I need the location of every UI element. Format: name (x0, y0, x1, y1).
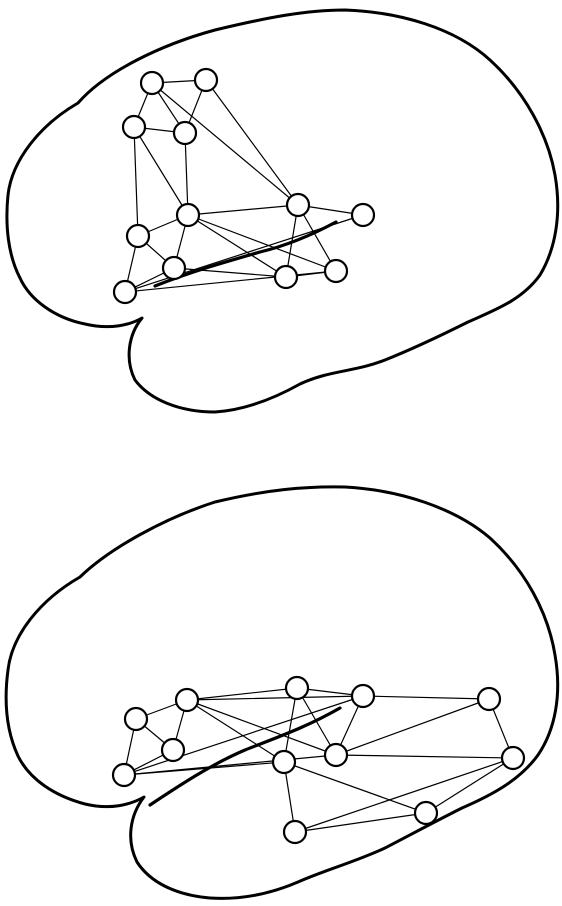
edge-top-c-e (133, 126, 189, 216)
edge-bottom-f-i (362, 695, 490, 700)
node-top-b (193, 67, 219, 93)
edge-bottom-e-h (283, 687, 298, 763)
edge-bottom-b-f (186, 695, 364, 701)
node-bottom-d (111, 762, 137, 788)
edge-bottom-b-g (186, 699, 337, 756)
nodes-bottom (111, 675, 526, 845)
node-top-h (112, 279, 138, 305)
node-top-g (161, 255, 187, 281)
edge-top-b-j (205, 79, 299, 206)
edge-bottom-j-l (294, 757, 514, 833)
edge-bottom-b-e (186, 687, 298, 701)
sylvian-fissure-top (153, 220, 338, 288)
node-bottom-f (350, 683, 376, 709)
node-top-e (175, 202, 201, 228)
node-bottom-l (500, 745, 526, 771)
node-bottom-c (160, 737, 186, 763)
node-bottom-h (271, 749, 297, 775)
edge-top-e-j (187, 204, 299, 216)
node-top-d (172, 120, 198, 146)
node-top-k (323, 258, 349, 284)
edge-bottom-d-f (123, 695, 364, 776)
node-top-c (121, 114, 147, 140)
edge-top-h-l (124, 214, 364, 293)
node-bottom-g (323, 742, 349, 768)
edge-bottom-l-g (335, 754, 514, 759)
node-top-f (125, 223, 151, 249)
node-bottom-e (284, 675, 310, 701)
nodes-top (112, 67, 376, 305)
edge-top-a-j (151, 82, 299, 206)
edge-top-e-i (187, 214, 287, 278)
edge-top-d-e (184, 132, 189, 216)
node-top-l (350, 202, 376, 228)
node-top-j (285, 192, 311, 218)
node-bottom-j (282, 819, 308, 845)
node-bottom-b (174, 687, 200, 713)
panel-bottom (4, 485, 560, 900)
edge-bottom-j-k (294, 812, 427, 833)
brain-outline-top (5, 8, 560, 414)
node-bottom-i (476, 686, 502, 712)
node-top-i (273, 264, 299, 290)
edge-bottom-k-l (425, 757, 514, 814)
node-bottom-k (413, 800, 439, 826)
edge-top-h-k (124, 270, 337, 293)
edge-top-c-f (133, 126, 139, 237)
edge-top-e-k (187, 214, 337, 272)
edge-bottom-e-g (296, 687, 337, 756)
edge-bottom-h-k (283, 761, 427, 814)
edge-bottom-b-h (186, 699, 285, 763)
panel-top (5, 8, 560, 414)
edge-top-j-k (297, 204, 337, 272)
sylvian-fissure-bottom (148, 706, 342, 807)
edge-bottom-g-i (335, 698, 490, 756)
edge-top-i-j (285, 204, 299, 278)
node-top-a (139, 70, 165, 96)
brain-outline-bottom (4, 485, 560, 900)
edge-bottom-d-h (123, 761, 285, 776)
node-bottom-a (123, 706, 149, 732)
